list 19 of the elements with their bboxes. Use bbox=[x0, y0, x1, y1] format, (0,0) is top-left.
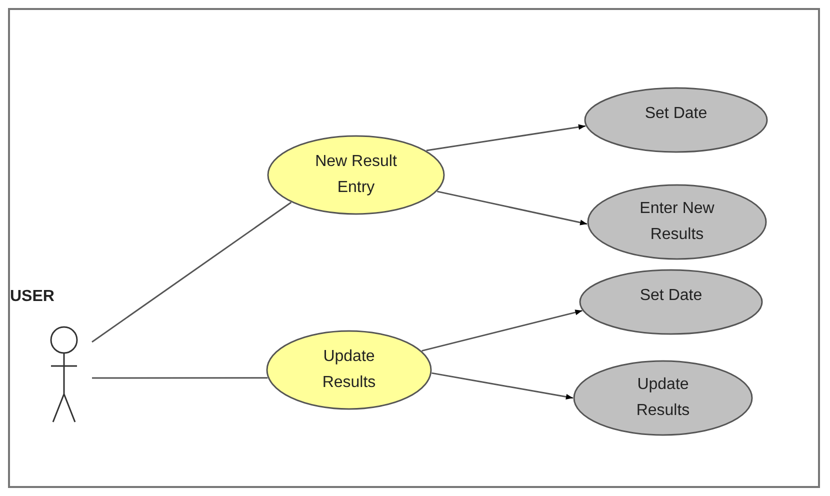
use-case-label: Update Results bbox=[321, 347, 377, 393]
use-case-label: Set Date bbox=[638, 286, 704, 306]
use-case-ellipse bbox=[267, 135, 445, 215]
arrow bbox=[432, 372, 574, 400]
use-case-ellipse bbox=[573, 360, 753, 436]
arrow bbox=[437, 190, 588, 226]
use-case-label: Update Results bbox=[635, 375, 691, 421]
use-case-label: Enter New Results bbox=[638, 199, 716, 245]
arrow bbox=[426, 124, 586, 152]
use-case-ellipse bbox=[266, 330, 432, 410]
use-case-ellipse bbox=[587, 184, 767, 260]
use-case-label: New Result Entry bbox=[314, 152, 398, 198]
use-case-ellipse bbox=[579, 269, 763, 335]
use-case-label: Set Date bbox=[644, 104, 708, 124]
arrow bbox=[422, 310, 582, 352]
actor-name: USER bbox=[10, 287, 54, 307]
use-case-ellipse bbox=[584, 87, 768, 153]
association-line bbox=[92, 202, 292, 343]
association-line bbox=[92, 377, 268, 379]
